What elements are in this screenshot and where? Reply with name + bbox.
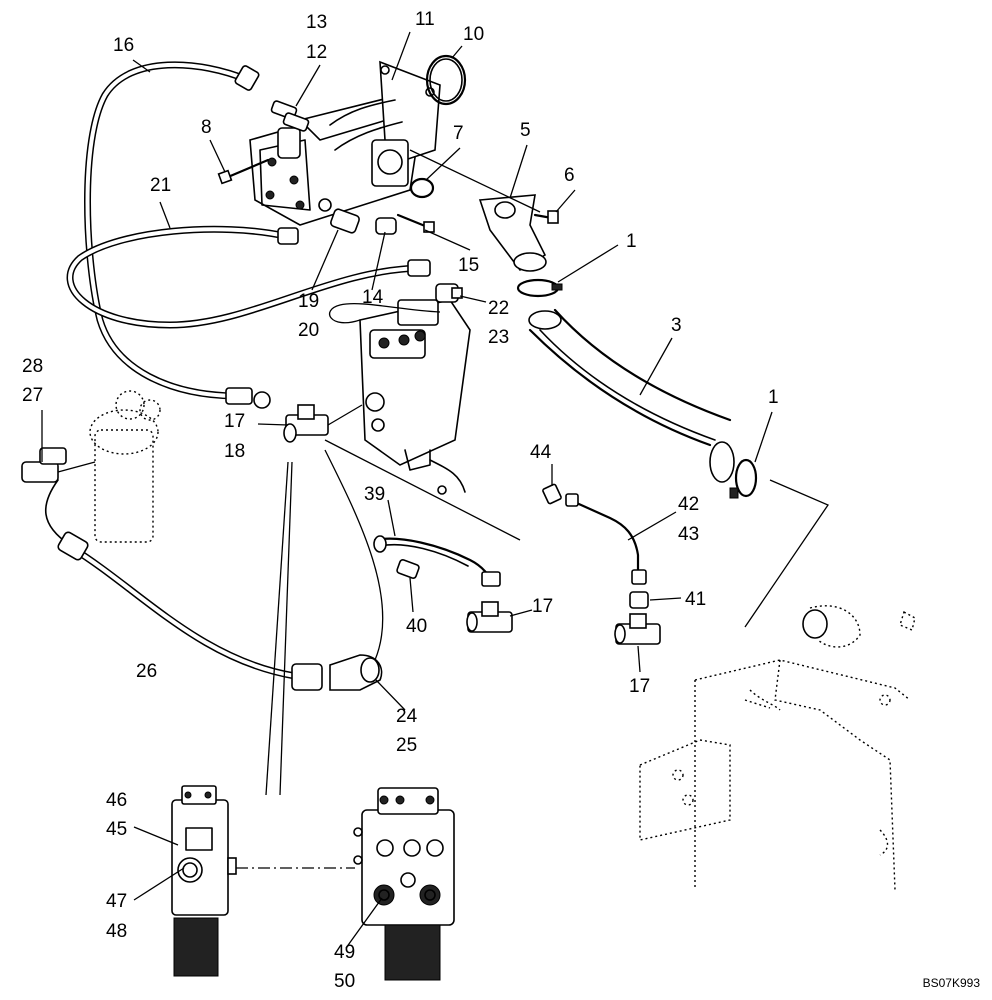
callout-6: 6: [564, 165, 575, 186]
callout-3: 3: [671, 315, 682, 336]
callout-25: 25: [396, 735, 418, 756]
callout-13: 13: [306, 12, 328, 33]
callout-20: 20: [298, 320, 320, 341]
fitting-41: [629, 591, 649, 609]
drawing-code: BS07K993: [922, 976, 980, 990]
callout-27: 27: [22, 385, 44, 406]
elbow-flange-5: [478, 194, 547, 272]
callout-48: 48: [106, 921, 128, 942]
callout-1-upper: 1: [626, 231, 637, 252]
fitting-44: [542, 483, 562, 505]
callout-28: 28: [22, 356, 44, 377]
bolt-15: [396, 213, 435, 233]
callout-18: 18: [224, 441, 246, 462]
callout-17-middle: 17: [532, 596, 554, 617]
hydraulic-tank-frame: [639, 605, 916, 891]
callout-46: 46: [106, 790, 128, 811]
callout-39: 39: [364, 484, 386, 505]
callout-47: 47: [106, 891, 128, 912]
callout-41: 41: [685, 589, 707, 610]
tee-17-18: [283, 404, 363, 443]
control-valve-20: [328, 299, 471, 495]
callout-50: 50: [334, 971, 356, 992]
callout-24: 24: [396, 706, 418, 727]
callout-14: 14: [362, 287, 384, 308]
callout-16: 16: [113, 35, 135, 56]
fittings-12-13: [270, 100, 310, 132]
callout-15: 15: [458, 255, 480, 276]
callout-8: 8: [201, 117, 212, 138]
clamp-1-upper: [516, 278, 563, 298]
fitting-14: [375, 217, 397, 235]
callout-7: 7: [453, 123, 464, 144]
fitting-19: [330, 208, 360, 234]
valve-front-view: [353, 787, 455, 981]
hose-16: [84, 61, 271, 409]
filter-assembly: [89, 390, 161, 543]
callout-43: 43: [678, 524, 700, 545]
callout-40: 40: [406, 616, 428, 637]
fitting-40: [396, 559, 420, 579]
callout-42: 42: [678, 494, 700, 515]
tee-17-middle: [466, 601, 513, 633]
callout-17-upper: 17: [224, 411, 246, 432]
callout-22: 22: [488, 298, 510, 319]
hose-26: [45, 479, 323, 691]
o-ring-10: [425, 54, 467, 106]
hose-21: [66, 225, 431, 329]
bolt-8: [217, 158, 270, 185]
tee-17-right: [614, 613, 661, 645]
callout-1-lower: 1: [768, 387, 779, 408]
callout-5: 5: [520, 120, 531, 141]
valve-side-view: [171, 785, 237, 977]
fitting-22-23: [435, 283, 463, 303]
callout-12: 12: [306, 42, 328, 63]
callout-10: 10: [463, 24, 485, 45]
tube-39: [373, 535, 501, 587]
callout-21: 21: [150, 175, 172, 196]
bolt-6: [533, 210, 559, 224]
tube-42-43: [565, 493, 647, 585]
o-ring-7: [409, 177, 435, 199]
callout-26: 26: [136, 661, 158, 682]
callout-49: 49: [334, 942, 356, 963]
callout-19: 19: [298, 291, 320, 312]
callout-45: 45: [106, 819, 128, 840]
leader-lines: [41, 31, 773, 949]
suction-hose-3: [528, 308, 735, 483]
clamp-1-lower: [729, 458, 758, 499]
callout-23: 23: [488, 327, 510, 348]
callout-44: 44: [530, 442, 552, 463]
fitting-27-28: [21, 447, 96, 483]
elbow-24-25: [324, 449, 384, 691]
callout-17-right: 17: [629, 676, 651, 697]
pump-assembly-11: [249, 60, 441, 226]
callout-11: 11: [415, 9, 435, 30]
